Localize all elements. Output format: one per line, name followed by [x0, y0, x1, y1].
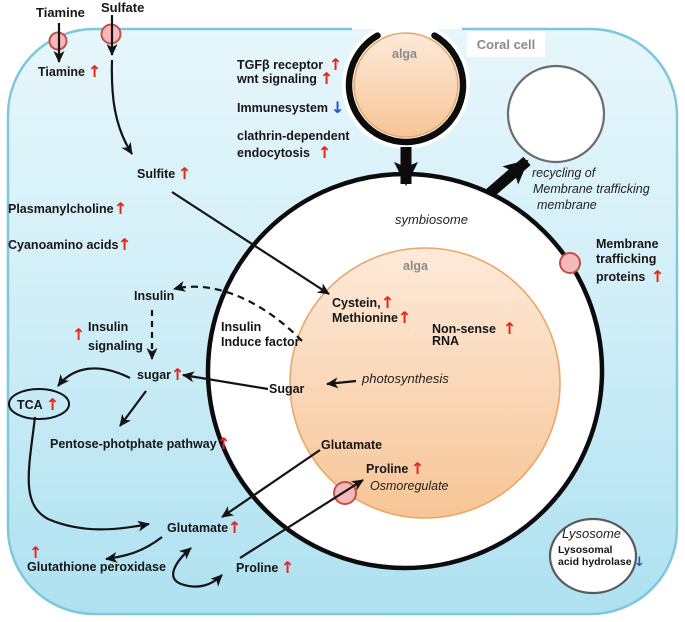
upregulated-icon: ↑	[411, 459, 426, 478]
upregulated-icon: ↑	[319, 69, 334, 88]
upregulated-icon: ↑	[380, 293, 395, 312]
label-cyanoamino-acids: Cyanoamino acids↑	[8, 235, 133, 254]
tca-cycle-oval	[8, 388, 70, 420]
label-tiamine-extracellular: Tiamine	[36, 5, 85, 20]
label-wnt-signaling: wnt signaling↑	[237, 69, 334, 88]
upregulated-icon: ↑	[227, 518, 242, 537]
alga-sugar-export-arrow	[182, 371, 269, 391]
label-tca: TCA↑	[17, 395, 60, 414]
tca-to-glutamate-arrow	[27, 416, 150, 532]
coral-cell-title-box: Coral cell	[467, 31, 545, 57]
label-photosynthesis: photosynthesis	[362, 371, 449, 386]
sulfite-to-cystein-arrow	[171, 191, 330, 295]
label-nonsense-rna-line2: RNA	[432, 334, 460, 348]
upregulated-icon: ↑	[177, 164, 192, 183]
label-glutamate-host: Glutamate↑	[167, 518, 242, 537]
label-recycling-line3: membrane	[537, 198, 597, 212]
coral-cell-title: Coral cell	[476, 36, 536, 52]
label-lysosome-title: Lysosome	[562, 526, 622, 541]
upregulated-icon: ↑	[72, 325, 86, 344]
upregulated-icon: ↑	[650, 267, 666, 286]
glutamate-proline-interconversion-arrow	[172, 547, 223, 588]
label-lysosomal: Lysosomal	[558, 544, 613, 556]
engulfing-membrane-ring	[345, 32, 467, 146]
label-sulfite: Sulfite↑	[137, 164, 192, 183]
label-immunesystem: Immunesystem↓	[237, 98, 345, 117]
coral-cell-membrane	[6, 27, 679, 616]
label-methionine: Methionine↑	[332, 308, 412, 327]
label-tiamine-intracellular: Tiamine↑	[38, 62, 102, 81]
upregulated-icon: ↑	[216, 434, 231, 453]
label-insulin-induce-line1: Insulin	[221, 320, 262, 334]
label-nonsense-rna-line1: Non-sense↑	[432, 319, 517, 338]
upregulated-icon: ↑	[113, 199, 128, 218]
alga-top-cell	[353, 32, 459, 138]
label-proteins: proteins↑	[596, 267, 666, 286]
glutamate-to-glutathione-arrow	[105, 536, 163, 563]
upregulated-icon: ↑	[397, 308, 412, 327]
label-proline-host: Proline↑	[236, 558, 296, 577]
insulin-induce-dashed-arrow	[173, 281, 303, 342]
upregulated-icon: ↑	[45, 395, 60, 414]
alga-cell	[289, 247, 561, 519]
label-endocytosis: endocytosis↑	[237, 143, 332, 162]
label-membrane: Membrane	[596, 237, 659, 251]
upregulated-icon: ↑	[29, 543, 43, 562]
label-alga-inner: alga	[403, 259, 429, 273]
label-sugar-alga: Sugar	[269, 382, 305, 396]
label-plasmanylcholine: Plasmanylcholine↑	[8, 199, 128, 218]
label-insulin-signaling-line2: signaling	[88, 339, 143, 353]
label-glutamate-alga: Glutamate	[321, 438, 383, 452]
upregulated-icon: ↑	[328, 55, 343, 74]
alga-glutamate-export-arrow	[221, 449, 321, 518]
lysosome-vesicle	[548, 517, 638, 595]
label-proline-alga: Proline↑	[366, 459, 426, 478]
downregulated-icon: ↓	[330, 98, 345, 117]
upregulated-icon: ↑	[317, 143, 332, 162]
label-tgfb-receptor: TGFβ receptor↑	[237, 55, 343, 74]
label-recycling-line2: Membrane trafficking	[533, 182, 650, 196]
downregulated-icon: ↓	[633, 555, 645, 570]
label-acid-hydrolase: acid hydrolase↓	[558, 555, 645, 570]
recycling-arrow	[486, 156, 531, 198]
proline-import-arrow	[239, 479, 364, 559]
label-sulfate-extracellular: Sulfate	[101, 0, 145, 15]
pathway-arrows	[27, 15, 364, 588]
label-pentose-phosphate: Pentose-photphate pathway↑	[50, 434, 231, 453]
label-osmoregulate: Osmoregulate	[370, 479, 449, 493]
sugar-to-pentose-arrow	[119, 390, 147, 427]
sulfate-to-sulfite-arrow	[110, 59, 133, 155]
label-insulin-induce-line2: Induce factor	[221, 335, 300, 349]
membrane-trafficking-protein-icon	[559, 252, 581, 274]
label-insulin-signaling-line1: Insulin	[88, 320, 129, 334]
photosynthesis-to-sugar-arrow	[326, 377, 357, 389]
upregulated-icon: ↑	[502, 319, 517, 338]
upregulated-icon: ↑	[281, 558, 296, 577]
label-glutathione-peroxidase: Glutathione peroxidase	[27, 560, 166, 574]
label-trafficking: trafficking	[596, 252, 657, 266]
label-clathrin-dependent: clathrin-dependent	[237, 129, 350, 143]
label-recycling-line1: recycling of	[532, 166, 596, 180]
label-symbiosome: symbiosome	[395, 212, 468, 227]
upregulated-icon: ↑	[170, 365, 185, 384]
label-sugar-host: sugar↑	[137, 365, 185, 384]
label-insulin: Insulin	[134, 289, 175, 303]
upregulated-icon: ↑	[87, 62, 102, 81]
recycling-vesicle	[506, 64, 606, 164]
label-alga-top: alga	[392, 47, 418, 61]
upregulated-icon: ↑	[118, 235, 133, 254]
label-cystein: Cystein,↑	[332, 293, 395, 312]
sugar-to-tca-arrow	[57, 367, 131, 387]
